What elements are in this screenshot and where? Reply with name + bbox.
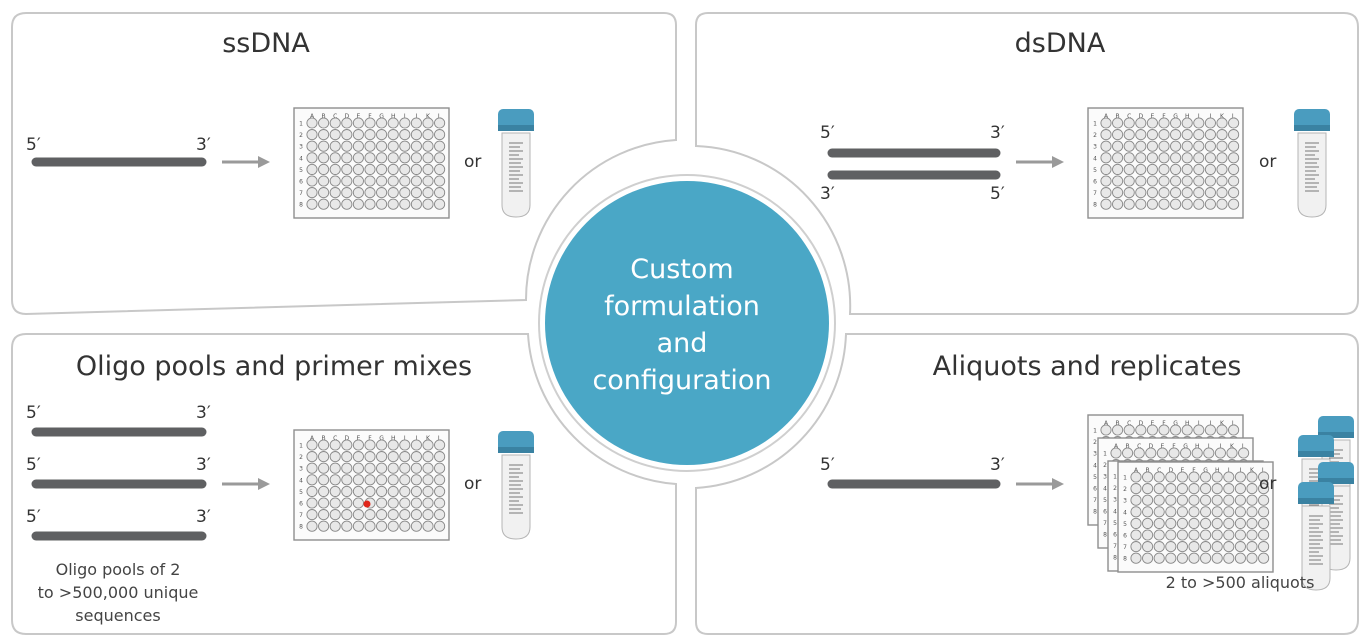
strand-end-3prime: 3′ [820, 184, 835, 204]
right-arrow-icon [220, 154, 272, 170]
96-well-plate-icon [293, 429, 450, 541]
or-label: or [464, 474, 481, 494]
center-line-4: configuration [592, 365, 771, 396]
strand-end-3prime: 3′ [196, 403, 211, 423]
right-arrow-icon [1014, 154, 1066, 170]
panel-dsdna-frame [695, 12, 1359, 315]
pool-note-line-2: to >500,000 unique [38, 583, 199, 602]
center-hub: Custom formulation and configuration [538, 174, 836, 472]
panel-aliquots: Aliquots and replicates 5′ 3′ or 2 to >5… [820, 351, 1355, 592]
or-label: or [1259, 474, 1276, 494]
strand-end-5prime: 5′ [26, 403, 41, 423]
96-well-plate-icon [1117, 461, 1274, 573]
panel-title: Aliquots and replicates [933, 351, 1242, 382]
96-well-plate-icon [1087, 107, 1244, 219]
strand-end-3prime: 3′ [196, 507, 211, 527]
strand-end-5prime: 5′ [26, 455, 41, 475]
screw-cap-tube-icon [497, 430, 535, 540]
96-well-plate-icon [293, 107, 450, 219]
right-arrow-icon [220, 476, 272, 492]
strand-end-3prime: 3′ [990, 455, 1005, 475]
center-line-1: Custom [630, 254, 733, 285]
or-label: or [1259, 152, 1276, 172]
panel-pools-frame [11, 333, 677, 635]
highlighted-well [363, 500, 371, 508]
pool-note-line-3: sequences [75, 606, 160, 625]
center-line-2: formulation [604, 291, 760, 322]
strand-end-3prime: 3′ [196, 455, 211, 475]
strand-end-3prime: 3′ [990, 123, 1005, 143]
strand-end-5prime: 5′ [26, 135, 41, 155]
panel-dsdna: dsDNA 5′ 3′ 3′ 5′ or [820, 28, 1331, 219]
center-line-3: and [657, 328, 708, 359]
right-arrow-icon [1014, 476, 1066, 492]
strand-end-5prime: 5′ [820, 123, 835, 143]
panel-title: dsDNA [1015, 28, 1106, 59]
strand-end-5prime: 5′ [26, 507, 41, 527]
panel-aliquots-frame [695, 333, 1359, 635]
center-circle [545, 181, 829, 465]
panel-title: ssDNA [222, 28, 310, 59]
or-label: or [464, 152, 481, 172]
strand-end-5prime: 5′ [990, 184, 1005, 204]
panel-ssdna: ssDNA 5′ 3′ or [26, 28, 535, 219]
screw-cap-tube-icon [1293, 108, 1331, 218]
panel-frames [11, 12, 1359, 635]
screw-cap-tube-icon [497, 108, 535, 218]
strand-end-3prime: 3′ [196, 135, 211, 155]
pool-note-line-1: Oligo pools of 2 [56, 560, 181, 579]
panel-oligo-pools: Oligo pools and primer mixes 5′ 3′ 5′ 3′… [26, 351, 535, 625]
panel-ssdna-frame [11, 12, 677, 316]
panel-title: Oligo pools and primer mixes [76, 351, 472, 382]
aliquot-note: 2 to >500 aliquots [1166, 573, 1315, 592]
strand-end-5prime: 5′ [820, 455, 835, 475]
